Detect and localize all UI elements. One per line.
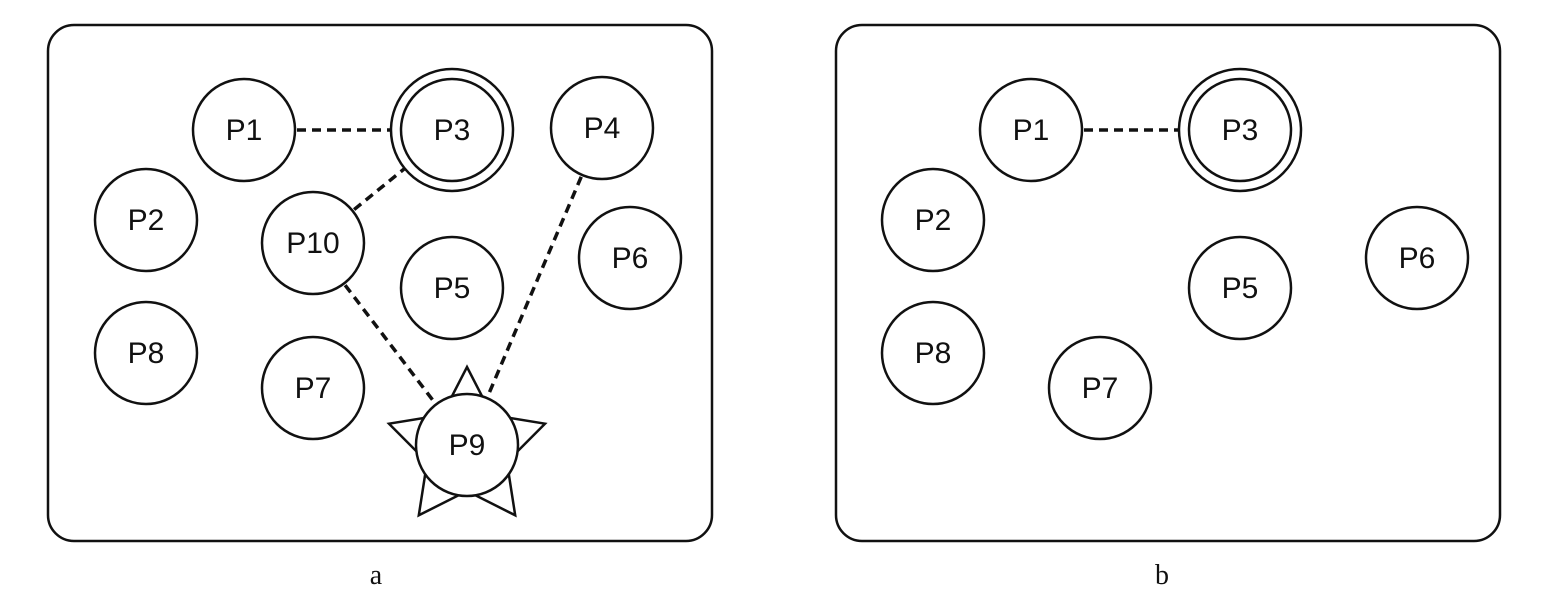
node-label: P5 [1222, 272, 1259, 305]
panel-b-node-p3: P3 [1177, 67, 1303, 193]
panel-a-node-p4: P4 [549, 75, 655, 181]
panel-a-caption: a [370, 560, 383, 591]
node-circle [880, 300, 986, 406]
panel-b-node-p7: P7 [1047, 335, 1153, 441]
panel-b-caption: b [1155, 560, 1169, 591]
panel-b-node-p2: P2 [880, 167, 986, 273]
panel-a-edge-p10-p9 [343, 284, 437, 404]
node-label: P5 [434, 272, 471, 305]
node-circle [260, 190, 366, 296]
node-circle [93, 167, 199, 273]
node-label: P1 [1013, 114, 1050, 147]
node-label: P8 [915, 337, 952, 370]
node-circle [1187, 77, 1293, 183]
node-circle [1047, 335, 1153, 441]
node-circle [577, 205, 683, 311]
node-circle [191, 77, 297, 183]
node-circle [93, 300, 199, 406]
panel-a-node-p3: P3 [389, 67, 515, 193]
panel-a-node-p6: P6 [577, 205, 683, 311]
node-label: P7 [295, 372, 332, 405]
node-circle [1364, 205, 1470, 311]
node-circle [260, 335, 366, 441]
panel-b-node-p8: P8 [880, 300, 986, 406]
node-circle [549, 75, 655, 181]
panel-b-node-p5: P5 [1187, 235, 1293, 341]
node-label: P8 [128, 337, 165, 370]
panel-a-edge-p10-p3 [353, 167, 406, 211]
node-label: P3 [1222, 114, 1259, 147]
node-label: P6 [1399, 242, 1436, 275]
panel-a-node-p7: P7 [260, 335, 366, 441]
node-label: P4 [584, 112, 621, 145]
panel-a-edge-p4-p9 [486, 176, 583, 397]
node-circle [880, 167, 986, 273]
panel-a-node-p1: P1 [191, 77, 297, 183]
node-label: P10 [286, 227, 339, 260]
node-label: P3 [434, 114, 471, 147]
panel-a-node-p2: P2 [93, 167, 199, 273]
node-circle [414, 392, 520, 498]
panel-b-node-p1: P1 [978, 77, 1084, 183]
node-label: P1 [226, 114, 263, 147]
node-label: P6 [612, 242, 649, 275]
panel-a-node-p10: P10 [260, 190, 366, 296]
panel-a-node-p8: P8 [93, 300, 199, 406]
node-circle [978, 77, 1084, 183]
panel-b-node-p6: P6 [1364, 205, 1470, 311]
node-circle [399, 235, 505, 341]
panel-a-node-p9: P9 [386, 364, 548, 518]
node-label: P7 [1082, 372, 1119, 405]
node-label: P2 [128, 204, 165, 237]
node-label: P2 [915, 204, 952, 237]
node-circle [1187, 235, 1293, 341]
node-label: P9 [449, 429, 486, 462]
edges-layer [297, 128, 1179, 404]
panel-a-node-p5: P5 [399, 235, 505, 341]
node-circle [399, 77, 505, 183]
